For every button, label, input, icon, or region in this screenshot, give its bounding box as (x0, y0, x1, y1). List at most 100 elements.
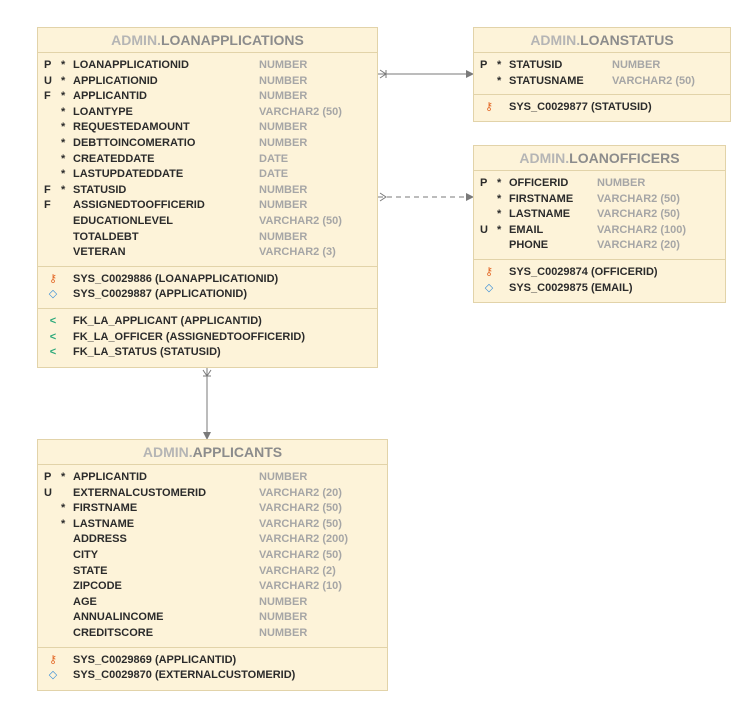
table-name: LOANSTATUS (580, 32, 674, 48)
column-type: VARCHAR2 (20) (259, 486, 342, 499)
column-type: VARCHAR2 (50) (597, 208, 680, 221)
table-name: APPLICANTS (192, 444, 283, 460)
column-type: NUMBER (259, 121, 308, 134)
foreign-key-icon: < (49, 330, 57, 343)
column-name: STATE (73, 564, 108, 577)
constraint-row[interactable]: ⚷SYS_C0029874 (OFFICERID) (474, 265, 725, 281)
column-name: LOANAPPLICATIONID (73, 59, 189, 71)
foreign-key-row[interactable]: <FK_LA_APPLICANT (APPLICANTID) (38, 314, 377, 330)
column-type: VARCHAR2 (50) (259, 105, 342, 118)
key-indicator: F (44, 90, 51, 103)
constraint-row[interactable]: ◇ SYS_C0029870 (EXTERNALCUSTOMERID) (38, 668, 387, 684)
column-name: LASTUPDATEDDATE (73, 168, 184, 181)
column-type: NUMBER (259, 595, 308, 608)
key-indicator: P (44, 59, 52, 71)
foreign-key-row[interactable]: < FK_LA_OFFICER (ASSIGNEDTOOFFICERID) (38, 330, 377, 346)
column-row[interactable]: CREDITSCORE NUMBER (38, 626, 387, 642)
required-indicator: * (497, 74, 502, 87)
column-name: LASTNAME (73, 517, 135, 530)
required-indicator: * (61, 59, 66, 71)
key-indicator: P (480, 59, 488, 71)
constraint-row[interactable]: ◇SYS_C0029887 (APPLICATIONID) (38, 287, 377, 303)
constraint-row[interactable]: ⚷SYS_C0029877 (STATUSID) (474, 100, 730, 116)
entity-loanapplications[interactable]: ADMIN.LOANAPPLICATIONS P * LOANAPPLICATION… (37, 27, 378, 368)
schema-name: ADMIN. (519, 150, 570, 166)
column-name: CREATEDDATE (73, 152, 155, 165)
column-name: CREDITSCORE (73, 626, 154, 639)
column-name: PHONE (509, 239, 549, 252)
constraints-section: ⚷SYS_C0029877 (STATUSID) (474, 94, 730, 121)
constraint-text: SYS_C0029869 (APPLICANTID) (73, 653, 237, 666)
column-type: NUMBER (259, 626, 308, 639)
column-name: APPLICANTID (73, 471, 147, 483)
column-name: FIRSTNAME (73, 502, 138, 515)
column-name: CITY (73, 548, 99, 561)
column-type: VARCHAR2 (50) (612, 74, 695, 87)
required-indicator: * (61, 183, 66, 196)
column-name: ANNUALINCOME (73, 611, 164, 624)
constraint-row[interactable]: ⚷SYS_C0029886 (LOANAPPLICATIONID) (38, 272, 377, 288)
column-row[interactable]: * CREATEDDATE DATE (38, 152, 377, 168)
table-name: LOANAPPLICATIONS (160, 32, 304, 48)
entity-title: ADMIN.LOANOFFICERS (474, 146, 725, 171)
required-indicator: * (61, 152, 66, 165)
constraint-text: SYS_C0029870 (EXTERNALCUSTOMERID) (73, 669, 296, 682)
constraint-text: FK_LA_OFFICER (ASSIGNEDTOOFFICERID) (73, 330, 306, 343)
unique-key-icon: ◇ (48, 669, 58, 682)
required-indicator: * (497, 192, 502, 205)
required-indicator: * (497, 59, 502, 71)
required-indicator: * (497, 208, 502, 221)
column-type: NUMBER (259, 74, 308, 87)
key-indicator: U (44, 74, 52, 87)
schema-name: ADMIN. (530, 32, 581, 48)
foreign-keys-section: <FK_LA_APPLICANT (APPLICANTID)< FK_LA_OFF… (38, 307, 377, 366)
column-type: VARCHAR2 (50) (597, 192, 680, 205)
required-indicator: * (61, 517, 66, 530)
column-name: EDUCATIONLEVEL (73, 214, 174, 227)
required-indicator: * (61, 105, 66, 118)
schema-name: ADMIN. (111, 32, 161, 48)
constraint-row[interactable]: ◇SYS_C0029875 (EMAIL) (474, 281, 725, 297)
foreign-key-row[interactable]: <FK_LA_STATUS (STATUSID) (38, 345, 377, 361)
required-indicator: * (61, 136, 66, 149)
column-name: ZIPCODE (73, 580, 122, 593)
constraint-row[interactable]: ⚷SYS_C0029869 (APPLICANTID) (38, 653, 387, 669)
column-type: DATE (259, 152, 289, 165)
column-type: NUMBER (259, 90, 308, 103)
foreign-key-icon: < (49, 314, 57, 327)
